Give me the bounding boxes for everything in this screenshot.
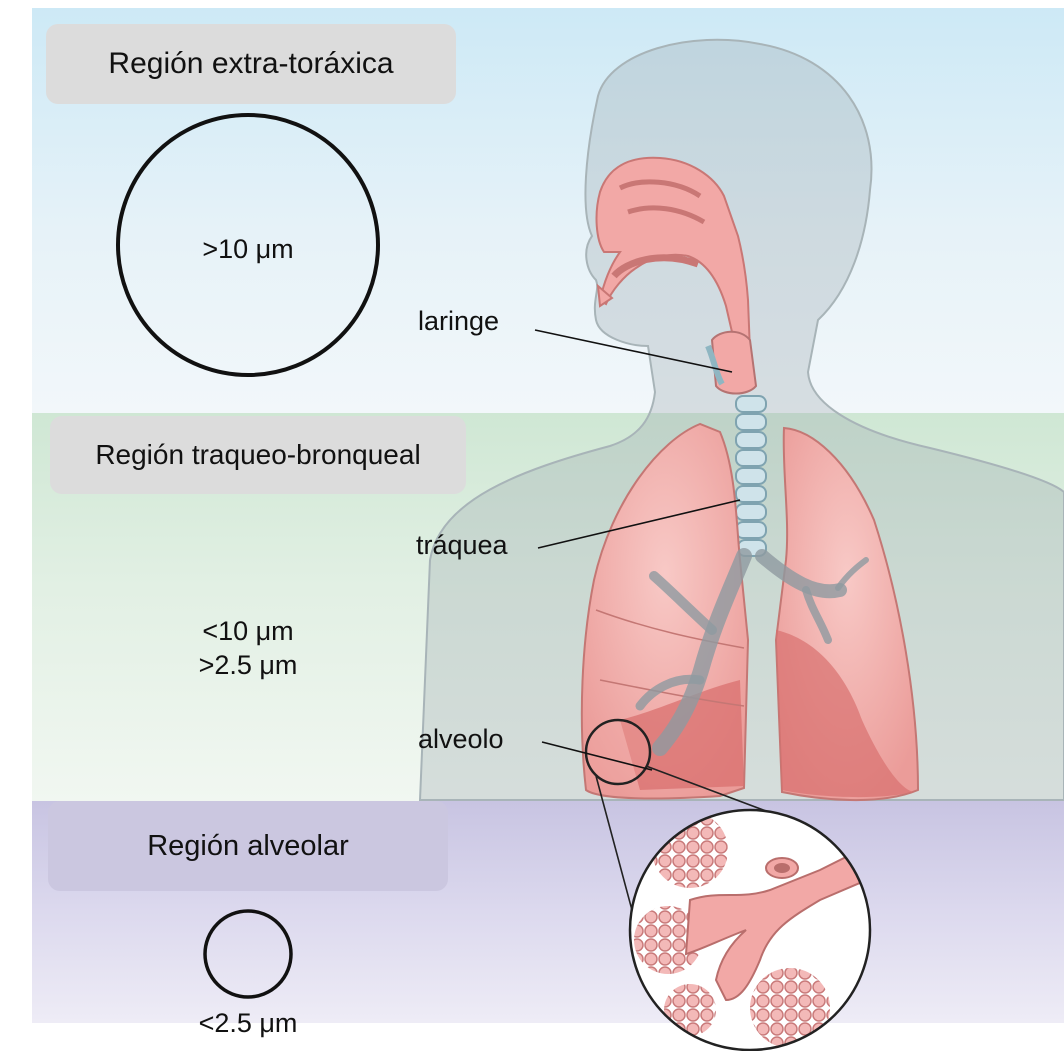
large-particle-size: >10 μm — [168, 232, 328, 266]
magnifier-source-circle — [586, 720, 650, 784]
region-label-alveolar: Región alveolar — [48, 801, 448, 891]
alveolus-label: alveolo — [418, 724, 504, 755]
trachea — [736, 396, 766, 556]
alveolus-zoom — [620, 800, 880, 1051]
larynx — [712, 332, 756, 394]
medium-particle-size-lower: >2.5 μm — [168, 648, 328, 682]
trachea-label: tráquea — [416, 530, 508, 561]
region-label-tracheo-bronchial: Región traqueo-bronqueal — [50, 416, 466, 494]
small-particle-circle — [205, 911, 291, 997]
larynx-label: laringe — [418, 306, 499, 337]
medium-particle-size-upper: <10 μm — [168, 614, 328, 648]
region-label-extra-thoracic: Región extra-toráxica — [46, 24, 456, 104]
small-particle-size: <2.5 μm — [168, 1006, 328, 1040]
